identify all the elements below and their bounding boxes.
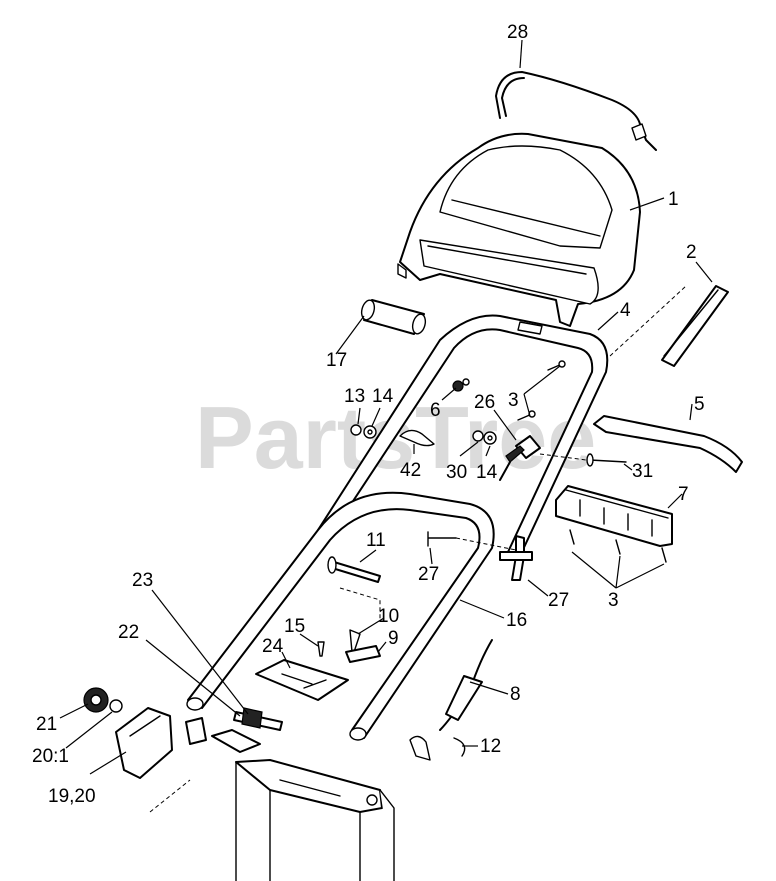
callout-15: 15	[284, 616, 305, 637]
part-19-20-cover[interactable]	[115, 707, 173, 779]
callout-26: 26	[474, 392, 495, 413]
callout-30: 30	[446, 462, 467, 483]
part-15-screw[interactable]	[317, 641, 325, 657]
callout-labels: 28 1 2 4 17 13 14 6 26 3 5 42 30 14 31 7…	[32, 22, 705, 807]
part-26-control[interactable]	[499, 435, 541, 481]
part-27-knob[interactable]	[499, 535, 533, 581]
part-24-plate[interactable]	[255, 659, 349, 701]
mower-deck	[149, 717, 395, 881]
leader-lines	[59, 39, 713, 775]
callout-42: 42	[400, 460, 421, 481]
part-5-lever-rod[interactable]	[593, 415, 743, 473]
part-23-threaded-bolt[interactable]	[233, 707, 283, 731]
part-12-clamp[interactable]	[409, 735, 466, 761]
part-17-grip-sleeve[interactable]	[360, 299, 428, 335]
callout-22: 22	[118, 622, 139, 643]
callout-11: 11	[366, 530, 386, 551]
callout-16: 16	[506, 610, 527, 631]
callout-3-lower: 3	[608, 590, 619, 611]
callout-19-20: 19,20	[48, 786, 96, 807]
part-14-washer-2[interactable]	[483, 431, 497, 445]
callout-31: 31	[632, 461, 653, 482]
callout-1: 1	[668, 189, 679, 210]
callout-14-lower: 14	[476, 462, 498, 483]
part-27-bolt[interactable]	[427, 531, 517, 551]
part-9-block[interactable]	[345, 645, 381, 663]
part-7-bracket[interactable]	[555, 485, 673, 547]
callout-23: 23	[132, 570, 153, 591]
callout-7: 7	[678, 484, 689, 505]
part-3-bracket-screws[interactable]	[569, 529, 667, 563]
part-2-rail[interactable]	[609, 285, 729, 367]
callout-13: 13	[344, 386, 365, 407]
callout-6: 6	[430, 400, 441, 421]
callout-12: 12	[480, 736, 501, 757]
part-14-washer[interactable]	[363, 425, 377, 439]
callout-14-upper: 14	[372, 386, 394, 407]
part-16-lower-handle[interactable]	[186, 491, 495, 741]
callout-20-1: 20:1	[32, 746, 69, 767]
callout-8: 8	[510, 684, 521, 705]
callout-9: 9	[388, 628, 399, 649]
part-11-long-bolt[interactable]	[327, 556, 381, 620]
callout-2: 2	[686, 242, 697, 263]
part-31-bolt[interactable]	[539, 453, 627, 467]
callout-17: 17	[326, 350, 347, 371]
part-30-nut[interactable]	[472, 430, 484, 442]
callout-3-upper: 3	[508, 390, 519, 411]
callout-4: 4	[620, 300, 631, 321]
part-1-catcher-cover[interactable]	[397, 132, 641, 327]
part-8-cable[interactable]	[439, 639, 493, 731]
callout-21: 21	[36, 714, 57, 735]
part-42-clip[interactable]	[399, 429, 435, 447]
callout-24: 24	[262, 636, 284, 657]
callout-28: 28	[507, 22, 528, 43]
part-20-1-washer[interactable]	[109, 699, 123, 713]
callout-10: 10	[378, 606, 399, 627]
part-28-bail-bar[interactable]	[495, 71, 657, 151]
callout-27-bolt: 27	[418, 564, 439, 585]
callout-27-knob: 27	[548, 590, 569, 611]
part-13-nut[interactable]	[350, 424, 362, 436]
callout-5: 5	[694, 394, 705, 415]
part-21-gear[interactable]	[83, 687, 109, 713]
